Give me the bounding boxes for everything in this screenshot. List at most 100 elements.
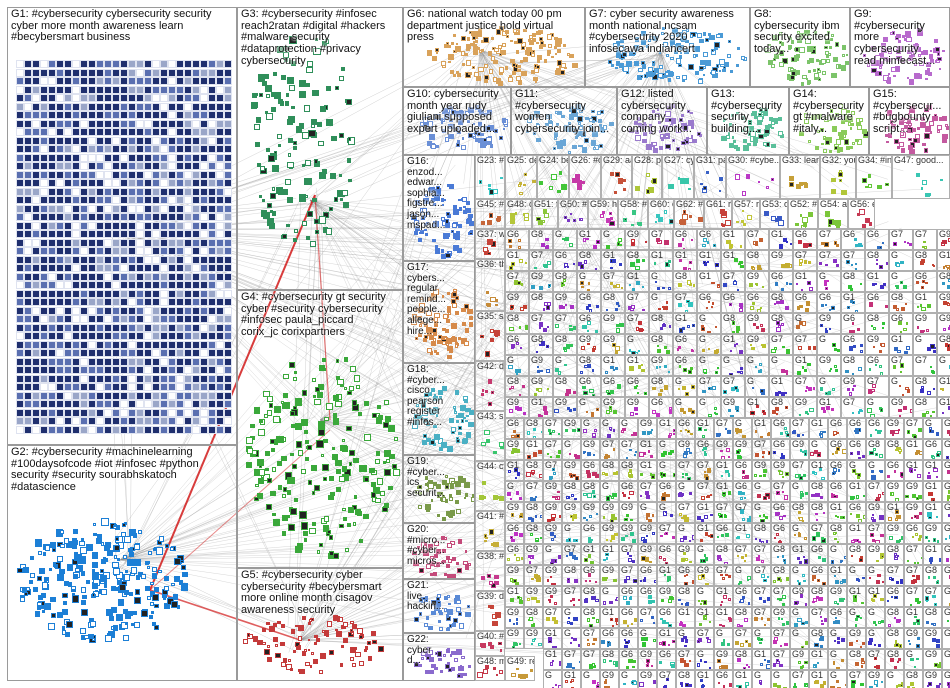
avatar-tile: [104, 222, 112, 230]
avatar-tile: [152, 256, 160, 264]
avatar-tile: [136, 128, 144, 136]
avatar-tile: [72, 60, 80, 68]
network-node: [658, 73, 663, 78]
network-node: [573, 263, 576, 266]
avatar-tile: [152, 383, 160, 391]
tiny-group-label: G6: [867, 230, 879, 239]
avatar-tile: [72, 358, 80, 366]
avatar-tile: [80, 383, 88, 391]
avatar-tile: [176, 358, 184, 366]
network-node: [447, 355, 451, 359]
avatar-tile: [216, 60, 224, 68]
network-node: [277, 621, 280, 624]
avatar-tile: [176, 298, 184, 306]
network-node: [352, 663, 356, 667]
network-node: [383, 422, 389, 428]
tiny-group-label: G6: [723, 293, 735, 302]
network-node: [414, 617, 419, 622]
avatar-tile: [32, 213, 40, 221]
network-node: [509, 266, 512, 269]
network-node: [81, 571, 86, 576]
network-node: [829, 150, 832, 153]
avatar-tile: [64, 86, 72, 94]
avatar-tile: [40, 86, 48, 94]
network-node: [657, 287, 660, 290]
avatar-tile: [96, 375, 104, 383]
avatar-tile: [104, 179, 112, 187]
network-node: [831, 178, 835, 182]
avatar-tile: [176, 256, 184, 264]
avatar-tile: [104, 375, 112, 383]
avatar-tile: [168, 256, 176, 264]
network-node: [717, 367, 719, 369]
avatar-tile: [48, 179, 56, 187]
avatar-tile: [16, 222, 24, 230]
avatar-tile: [208, 349, 216, 357]
network-node: [544, 59, 547, 62]
avatar-tile: [96, 366, 104, 374]
avatar-tile: [104, 400, 112, 408]
avatar-tile: [152, 162, 160, 170]
network-node: [790, 68, 794, 72]
group-panel-small: G30: #cybe...: [726, 155, 780, 199]
group-label: G5: #cybersecurity cyber cybersecurity #…: [241, 570, 400, 617]
network-node: [492, 621, 498, 627]
avatar-tile: [16, 400, 24, 408]
avatar-tile: [32, 298, 40, 306]
avatar-tile: [80, 264, 88, 272]
network-node: [641, 369, 645, 373]
avatar-tile: [160, 213, 168, 221]
avatar-tile: [24, 307, 32, 315]
network-node: [363, 514, 369, 520]
network-node: [33, 587, 38, 592]
network-node: [808, 212, 813, 217]
network-node: [693, 284, 695, 286]
avatar-tile: [24, 383, 32, 391]
network-node: [831, 306, 834, 309]
avatar-tile: [24, 128, 32, 136]
avatar-tile: [112, 256, 120, 264]
tiny-group-label: G: [675, 377, 682, 386]
network-node: [352, 400, 358, 406]
group-panel-small: G33: learni...: [780, 155, 820, 199]
avatar-tile: [160, 111, 168, 119]
avatar-tile: [104, 256, 112, 264]
avatar-tile: [48, 69, 56, 77]
avatar-tile: [40, 256, 48, 264]
network-node: [789, 176, 794, 181]
network-node: [547, 388, 549, 390]
network-node: [281, 456, 286, 461]
avatar-tile: [16, 332, 24, 340]
network-node: [50, 597, 56, 603]
network-node: [726, 240, 730, 244]
tiny-group-label: G: [603, 230, 610, 239]
avatar-tile: [136, 77, 144, 85]
tiny-group-label: G1: [675, 314, 687, 323]
avatar-tile: [200, 273, 208, 281]
avatar-tile: [56, 188, 64, 196]
avatar-tile: [120, 298, 128, 306]
network-node: [596, 408, 599, 411]
network-node: [488, 379, 492, 383]
network-node: [254, 497, 258, 501]
tiny-group-label: G7: [723, 377, 735, 386]
tiny-group-label: G8: [555, 272, 567, 281]
avatar-tile: [64, 247, 72, 255]
avatar-tile: [72, 375, 80, 383]
avatar-tile: [24, 120, 32, 128]
network-node: [518, 80, 523, 85]
group-panel-tiny: G6: [673, 355, 697, 376]
network-node: [436, 51, 439, 54]
network-node: [825, 328, 828, 331]
avatar-tile: [72, 290, 80, 298]
network-node: [875, 283, 878, 286]
avatar-tile: [72, 230, 80, 238]
network-node: [668, 78, 671, 81]
network-node: [312, 491, 316, 495]
network-node: [708, 387, 710, 389]
network-node: [488, 184, 491, 187]
network-node: [820, 387, 824, 391]
network-node: [635, 266, 639, 270]
network-node: [646, 173, 650, 177]
network-node: [294, 371, 297, 374]
